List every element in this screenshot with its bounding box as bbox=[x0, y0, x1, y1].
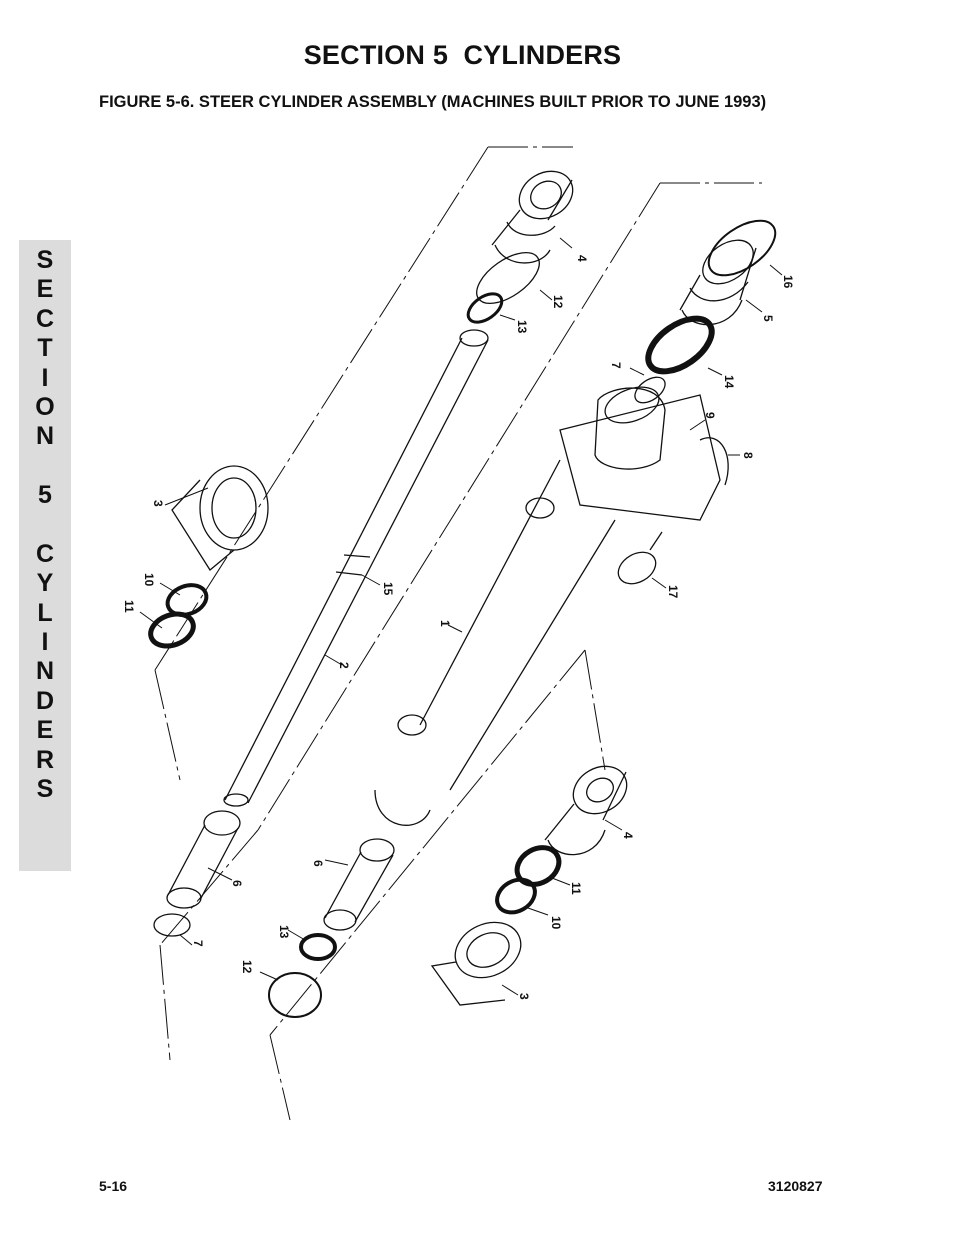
leader-lines bbox=[139, 237, 783, 996]
side-tab-letter: Y bbox=[36, 569, 54, 598]
callout-4-top: 4 bbox=[575, 255, 589, 262]
nut-left bbox=[171, 465, 269, 571]
callout-12-top: 12 bbox=[551, 295, 565, 309]
section-title: SECTION 5 CYLINDERS bbox=[303, 40, 622, 70]
side-tab-letter: E bbox=[36, 716, 54, 745]
ring-11-left bbox=[148, 611, 196, 649]
bushing-6-right bbox=[323, 838, 395, 931]
side-tab-letter: C bbox=[35, 539, 55, 568]
callout-17: 17 bbox=[666, 585, 680, 599]
side-tab-letter: O bbox=[35, 392, 55, 421]
callout-9: 9 bbox=[703, 412, 717, 419]
clip-7-bottom bbox=[153, 913, 191, 937]
wear-ring-14 bbox=[645, 315, 715, 375]
callout-13-bottom: 13 bbox=[277, 925, 291, 939]
callout-6-right: 6 bbox=[311, 860, 325, 867]
callout-16: 16 bbox=[781, 275, 795, 289]
bushing-6-left bbox=[166, 810, 241, 909]
side-tab-letter: E bbox=[36, 275, 54, 304]
callout-6-left: 6 bbox=[230, 880, 244, 887]
ring-10-left bbox=[165, 583, 209, 617]
side-tab-letter: L bbox=[37, 598, 53, 627]
callout-4-bottom: 4 bbox=[621, 832, 635, 839]
oring-16 bbox=[707, 219, 777, 277]
side-tab-letter: D bbox=[35, 686, 55, 715]
callout-11-left: 11 bbox=[122, 600, 136, 613]
oring-12-top bbox=[476, 251, 540, 305]
callout-5: 5 bbox=[761, 315, 775, 322]
callout-14: 14 bbox=[722, 375, 736, 389]
side-tab-letter: S bbox=[36, 246, 54, 274]
callout-2: 2 bbox=[337, 662, 351, 669]
side-tab-letter: T bbox=[37, 334, 53, 363]
nut-bottom bbox=[430, 921, 522, 1006]
callout-10-left: 10 bbox=[142, 573, 156, 587]
document-number: 3120827 bbox=[768, 1178, 823, 1194]
side-tab-letter: N bbox=[35, 657, 55, 686]
side-tab-letter: I bbox=[41, 628, 49, 657]
piston bbox=[679, 239, 757, 326]
oring-12-bottom bbox=[268, 972, 322, 1018]
side-tab-letter: R bbox=[35, 745, 55, 774]
piston-rod bbox=[223, 329, 489, 807]
callout-15: 15 bbox=[381, 582, 395, 596]
callout-12-bottom: 12 bbox=[240, 960, 254, 974]
barrel bbox=[374, 386, 729, 826]
callout-11-bottom: 11 bbox=[569, 882, 583, 895]
side-tab-letter: 5 bbox=[38, 481, 52, 510]
ring-7-top bbox=[634, 376, 666, 404]
gland-bottom bbox=[544, 765, 628, 856]
gland-top bbox=[491, 170, 574, 264]
side-tab-letter: C bbox=[35, 304, 55, 333]
callout-3-left: 3 bbox=[151, 500, 165, 507]
ring-11-bottom bbox=[514, 845, 562, 887]
seal-13-top bbox=[466, 292, 504, 324]
page-number: 5-16 bbox=[99, 1178, 128, 1194]
callout-7-top: 7 bbox=[609, 362, 623, 369]
seal-13-bottom bbox=[299, 933, 337, 961]
ring-10-bottom bbox=[495, 877, 537, 915]
callout-3-bottom: 3 bbox=[517, 993, 531, 1000]
side-tab-letter: S bbox=[36, 775, 54, 804]
callout-1: 1 bbox=[438, 620, 452, 627]
side-tab-letter: I bbox=[41, 363, 49, 392]
callout-10-bottom: 10 bbox=[549, 916, 563, 930]
fitting-17 bbox=[617, 531, 663, 585]
side-tab-letter: N bbox=[35, 422, 55, 451]
callout-8: 8 bbox=[741, 452, 755, 459]
figure-title: FIGURE 5-6. STEER CYLINDER ASSEMBLY (MAC… bbox=[99, 93, 767, 111]
callout-labels: 4 12 13 16 5 14 7 9 8 3 10 11 15 1 17 2 … bbox=[122, 255, 795, 1000]
callout-13-top: 13 bbox=[515, 320, 529, 334]
callout-7-bottom: 7 bbox=[191, 940, 205, 947]
boundary-lines bbox=[154, 146, 762, 1121]
